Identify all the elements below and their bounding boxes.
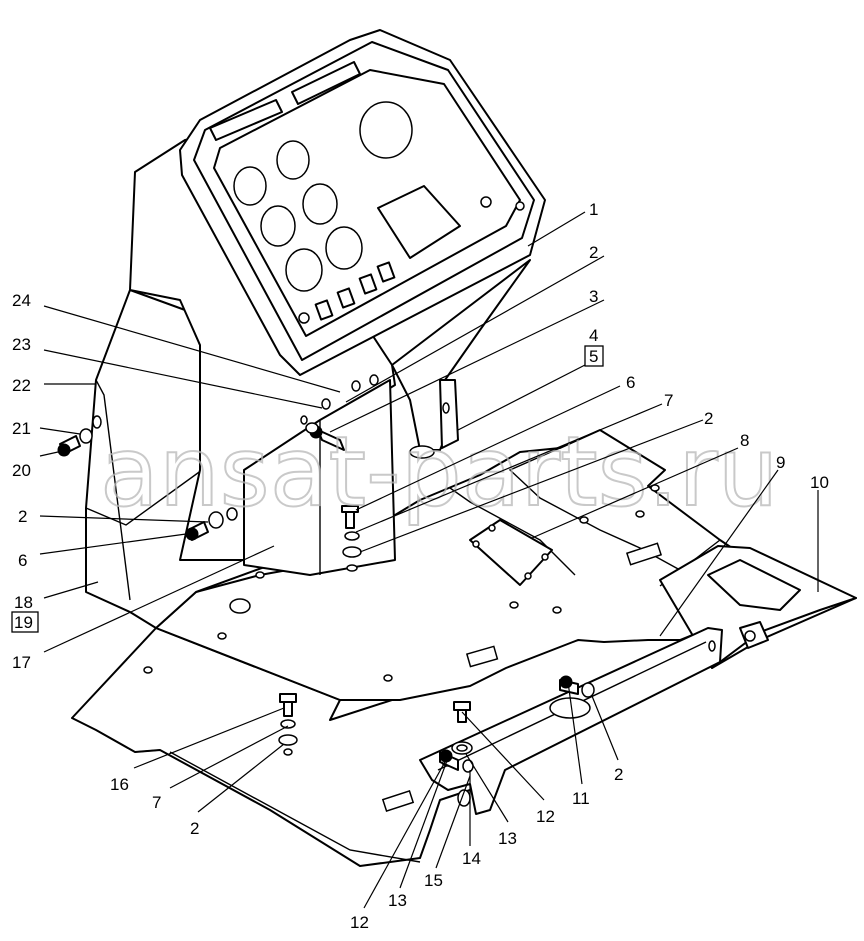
callout-label: 7	[664, 391, 673, 410]
callout-label: 11	[572, 789, 590, 808]
callout-label: 15	[424, 871, 443, 890]
callout-label: 9	[776, 453, 785, 472]
callout-label: 23	[12, 335, 31, 354]
callout-label: 12	[536, 807, 555, 826]
callout-label: 14	[462, 849, 481, 868]
console-housing	[129, 129, 531, 576]
callout-label: 6	[626, 373, 635, 392]
callout-label: 4	[589, 326, 598, 345]
callout-label: 7	[152, 793, 161, 812]
callout-label: 2	[704, 409, 713, 428]
callout-label: 2	[589, 243, 598, 262]
callout-label: 2	[614, 765, 623, 784]
instrument-panel	[179, 29, 546, 376]
callout-label: 1	[589, 200, 598, 219]
callout-label: 2	[18, 507, 27, 526]
callout-label: 20	[12, 461, 31, 480]
bolt-3	[305, 422, 345, 451]
bolt-12-lower	[439, 741, 474, 773]
bolt-16	[278, 693, 298, 746]
watermark: ansat-parts.ru	[100, 416, 779, 528]
callout-label: 3	[589, 287, 598, 306]
leader-lines	[39, 211, 819, 909]
callout-label: 12	[350, 913, 369, 932]
callout-label: 8	[740, 431, 749, 450]
callout-label: 13	[498, 829, 517, 848]
callout-label: 24	[12, 291, 31, 310]
callout-labels: 1 2 3 4 5 6 7 2 8 9 10 24 23 22 21 20 2 …	[11, 200, 829, 932]
callout-label: 16	[110, 775, 129, 794]
callout-label: 6	[18, 551, 27, 570]
bolt-20	[57, 428, 93, 457]
callout-label: 2	[190, 819, 199, 838]
bolt-12	[453, 701, 471, 723]
bolt-7	[341, 505, 362, 572]
callout-label: 10	[810, 473, 829, 492]
callout-label: 13	[388, 891, 407, 910]
callout-label: 18	[14, 593, 33, 612]
callout-label: 22	[12, 376, 31, 395]
callout-label-boxed: 5	[589, 347, 598, 366]
bolt-6	[185, 507, 238, 541]
callout-label-boxed: 19	[14, 613, 33, 632]
callout-label: 17	[12, 653, 31, 672]
callout-label: 21	[12, 419, 31, 438]
